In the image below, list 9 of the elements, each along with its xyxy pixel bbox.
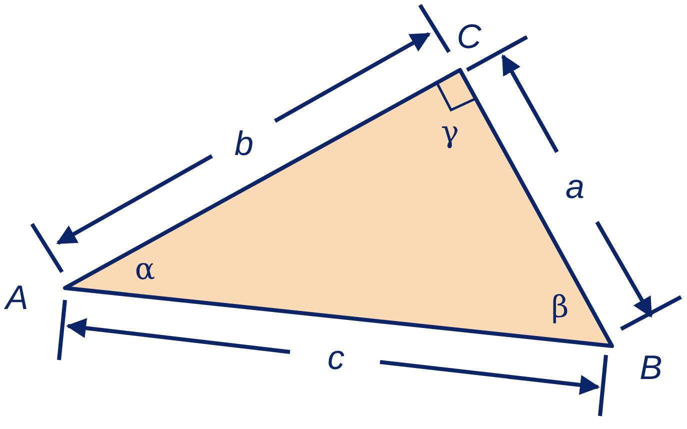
angle-label: γ [441, 118, 459, 148]
vertex-label: C [456, 20, 482, 54]
vertex-label: B [640, 351, 662, 385]
side-label: c [328, 341, 344, 375]
vertex-label: A [6, 281, 28, 315]
angle-label: β [551, 293, 569, 323]
side-label: b [234, 127, 254, 161]
angle-label: α [134, 255, 156, 285]
side-label: a [566, 170, 584, 204]
